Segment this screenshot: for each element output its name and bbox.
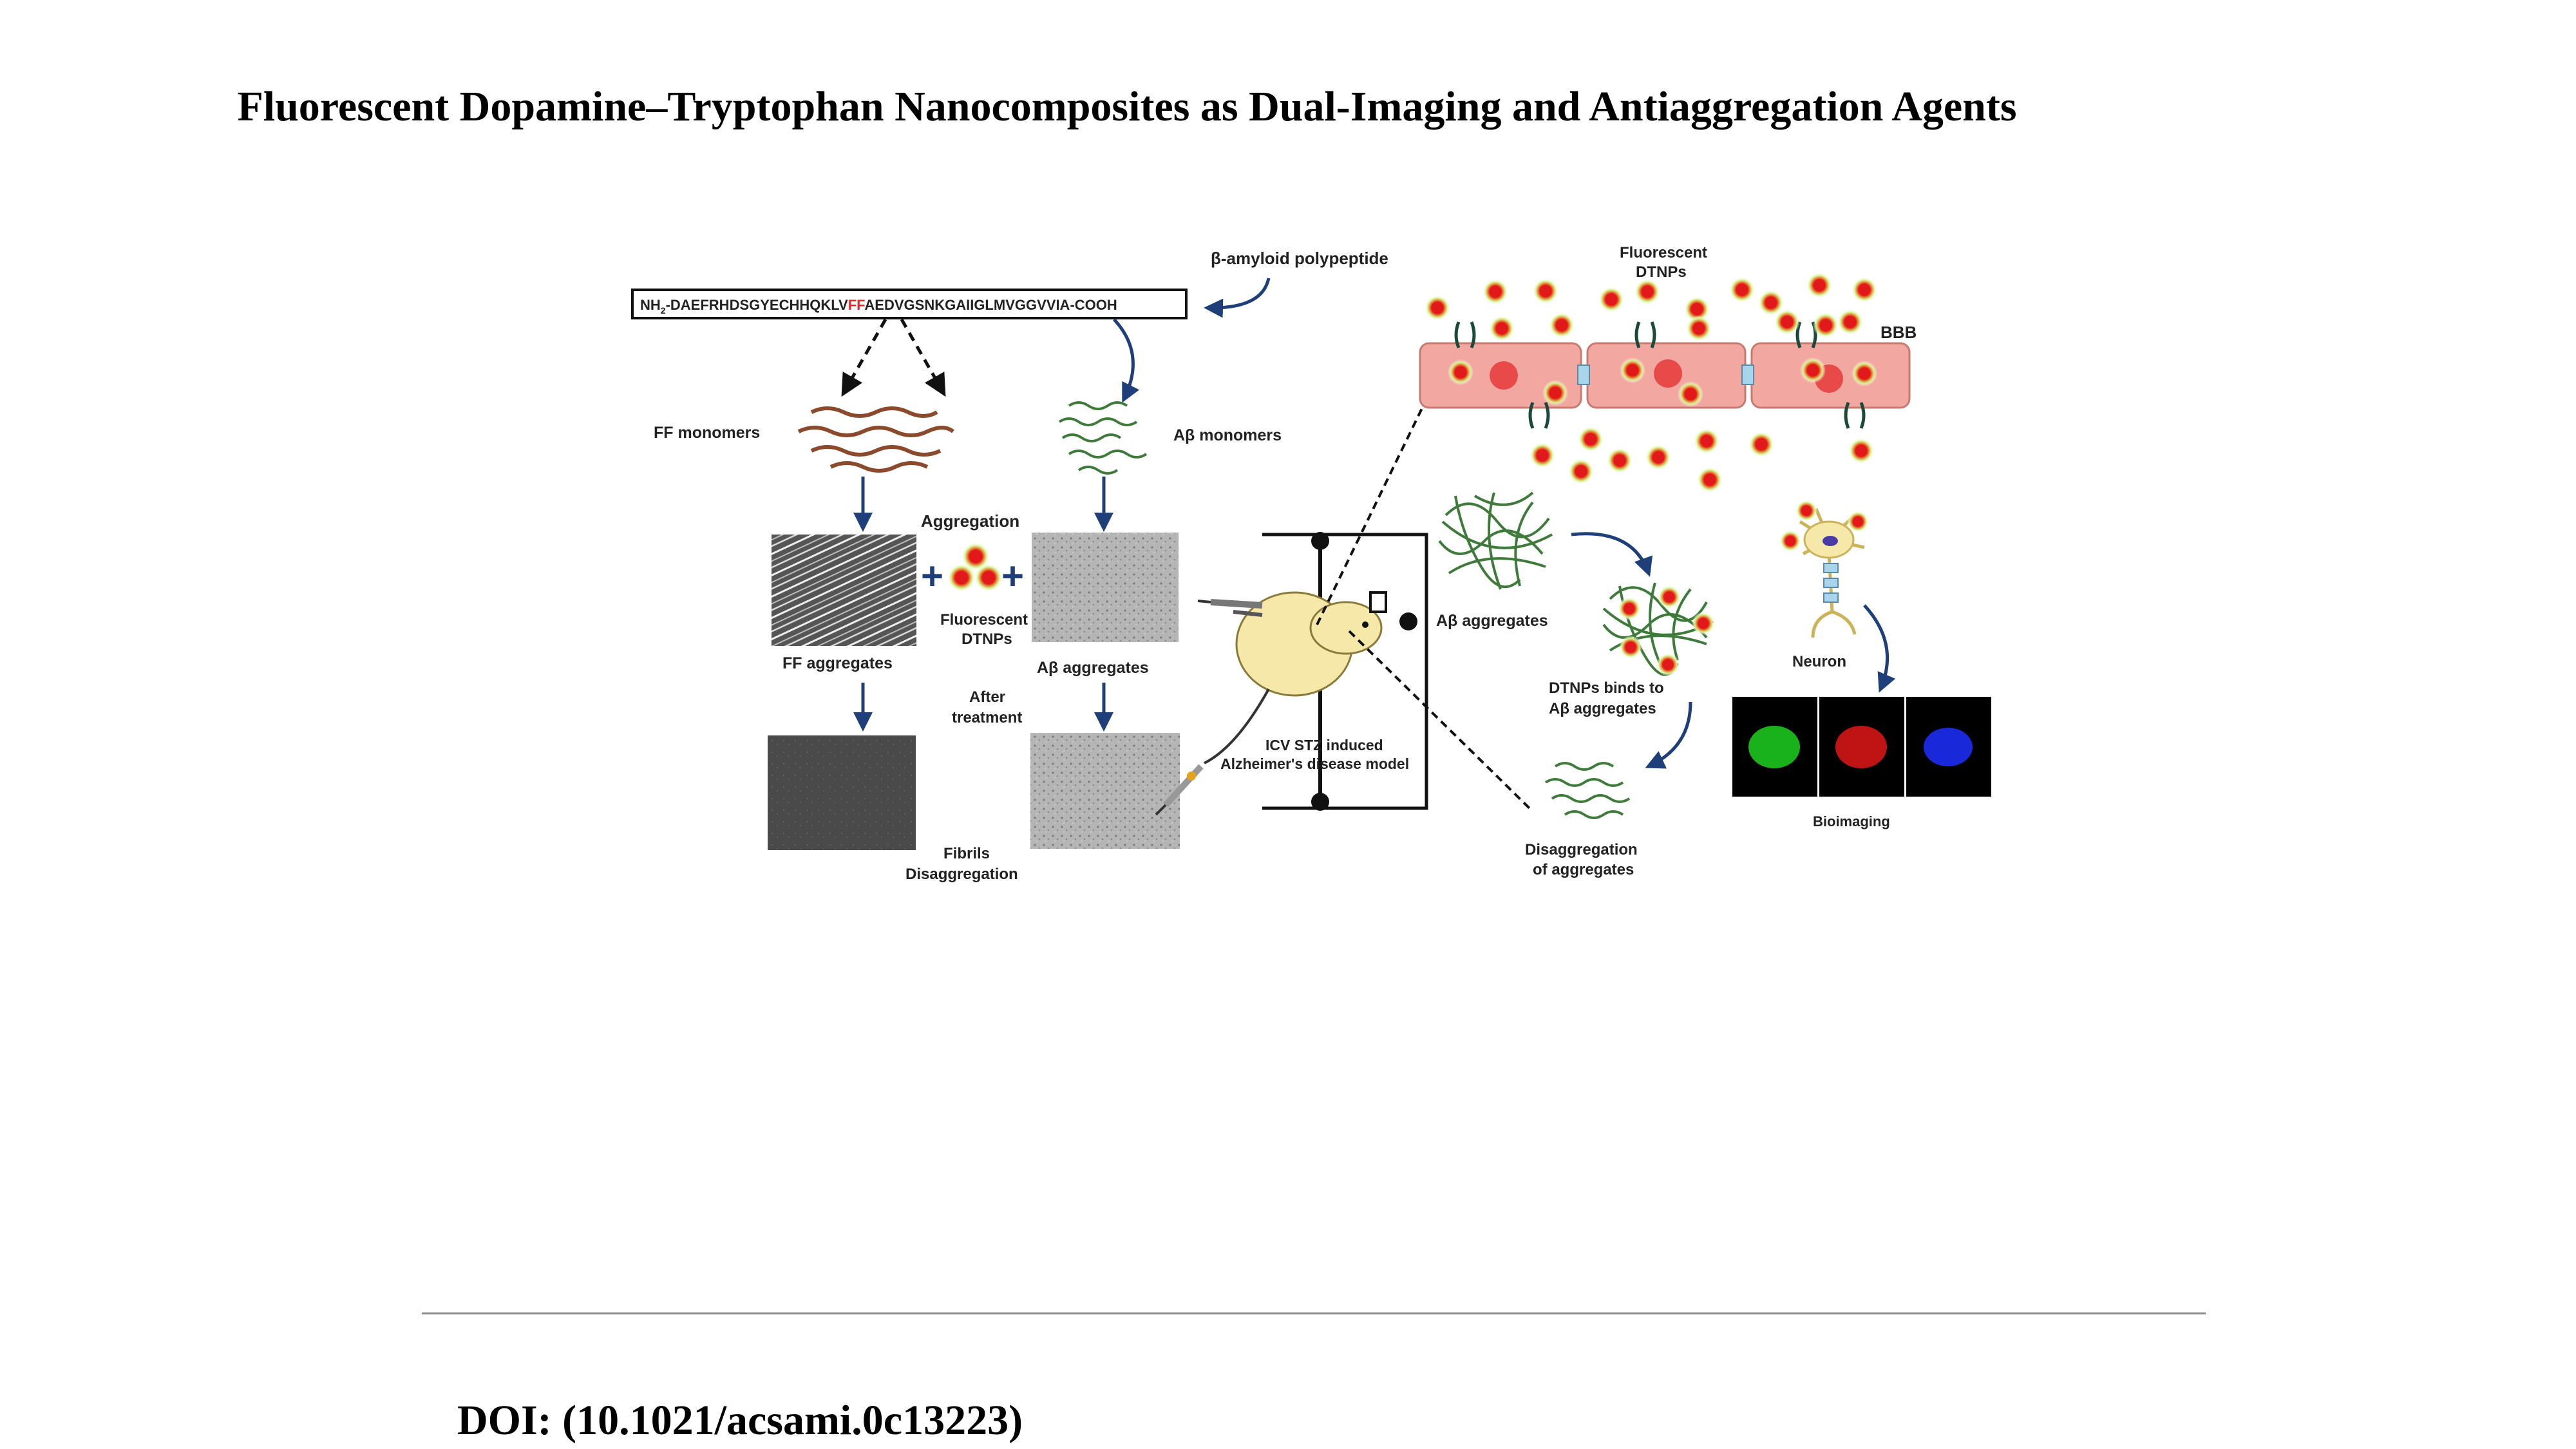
ab-aggregates-mid-label: Aβ aggregates	[1037, 659, 1149, 677]
ab-monomers-label: Aβ monomers	[1173, 426, 1282, 444]
top-dtnps-label-2: DTNPs	[1636, 263, 1687, 281]
ab-treated-image	[1030, 733, 1180, 849]
ff-treated-image	[768, 735, 916, 850]
bbb-nanoparticles	[1425, 272, 1877, 493]
aggregation-label: Aggregation	[921, 511, 1019, 531]
plus-sign-right: +	[1001, 554, 1024, 598]
ff-monomers	[797, 406, 954, 473]
mid-nanoparticles	[947, 542, 1003, 592]
ff-dashed-arrow-right	[900, 318, 946, 397]
top-dtnps-label-1: Fluorescent	[1620, 244, 1707, 261]
peptide-sequence-box: NH2-DAEFRHDSGYECHHQKLVFFAEDVGSNKGAIIGLMV…	[631, 289, 1188, 319]
binds-label-2: Aβ aggregates	[1549, 700, 1656, 717]
binds-label-1: DTNPs binds to	[1549, 679, 1664, 697]
doi-text: DOI: (10.1021/acsami.0c13223)	[457, 1397, 1023, 1444]
bound-ab-aggregates	[1602, 582, 1715, 676]
syringe-icon	[1197, 599, 1263, 609]
page-title: Fluorescent Dopamine–Tryptophan Nanocomp…	[237, 83, 2017, 130]
bioimaging-label: Bioimaging	[1813, 813, 1890, 829]
neuron-label: Neuron	[1792, 653, 1846, 670]
binding-to-disaggregation-arrow	[1645, 701, 1692, 769]
neuron-icon	[1779, 500, 1869, 638]
bbb-label: BBB	[1880, 323, 1917, 342]
ff-dashed-arrow-left	[841, 318, 887, 397]
ab-curved-arrow	[1113, 318, 1140, 403]
disaggregated-monomers	[1544, 762, 1631, 819]
transporter-icons	[1454, 321, 1866, 429]
graphical-abstract-figure: NH2-DAEFRHDSGYECHHQKLVFFAEDVGSNKGAIIGLMV…	[618, 238, 1996, 902]
polypeptide-arrow	[1204, 278, 1271, 318]
ff-monomers-label: FF monomers	[654, 424, 760, 442]
icv-label-2: Alzheimer's disease model	[1220, 755, 1409, 772]
disaggregation-label-1: Disaggregation	[1525, 841, 1638, 858]
plus-sign-left: +	[921, 554, 943, 598]
tail-syringe-icon	[1155, 764, 1204, 816]
bioimaging-panels	[1732, 697, 1991, 797]
zoom-line-bottom	[1348, 630, 1531, 810]
disaggregation-label-2: of aggregates	[1533, 861, 1634, 878]
mid-dtnps-label-1: Fluorescent	[940, 611, 1028, 629]
right-ab-aggregates	[1438, 491, 1553, 590]
after-treatment-label-1: After	[969, 688, 1005, 706]
bbb-endothelial-cells	[1419, 342, 1911, 409]
ab-aggregates-image	[1032, 533, 1179, 642]
ff-aggregates-image	[772, 535, 916, 646]
icv-label-1: ICV STZ induced	[1265, 737, 1383, 753]
divider-line	[422, 1312, 2206, 1314]
after-treatment-label-2: treatment	[952, 709, 1022, 726]
right-ab-aggregates-label: Aβ aggregates	[1436, 612, 1548, 630]
aggregates-to-binding-arrow	[1571, 532, 1653, 577]
peptide-sequence: NH2-DAEFRHDSGYECHHQKLVFFAEDVGSNKGAIIGLMV…	[640, 297, 1117, 316]
polypeptide-label: β-amyloid polypeptide	[1211, 249, 1388, 268]
ff-aggregates-label: FF aggregates	[782, 654, 893, 672]
mid-dtnps-label-2: DTNPs	[961, 630, 1012, 648]
neuron-to-bioimaging-arrow	[1863, 604, 1896, 693]
rat-stereotaxic-model	[1204, 532, 1428, 811]
ab-monomers	[1058, 401, 1148, 475]
fibrils-label-1: Fibrils	[943, 845, 990, 862]
fibrils-label-2: Disaggregation	[905, 866, 1018, 883]
zoom-line-top	[1316, 405, 1425, 625]
